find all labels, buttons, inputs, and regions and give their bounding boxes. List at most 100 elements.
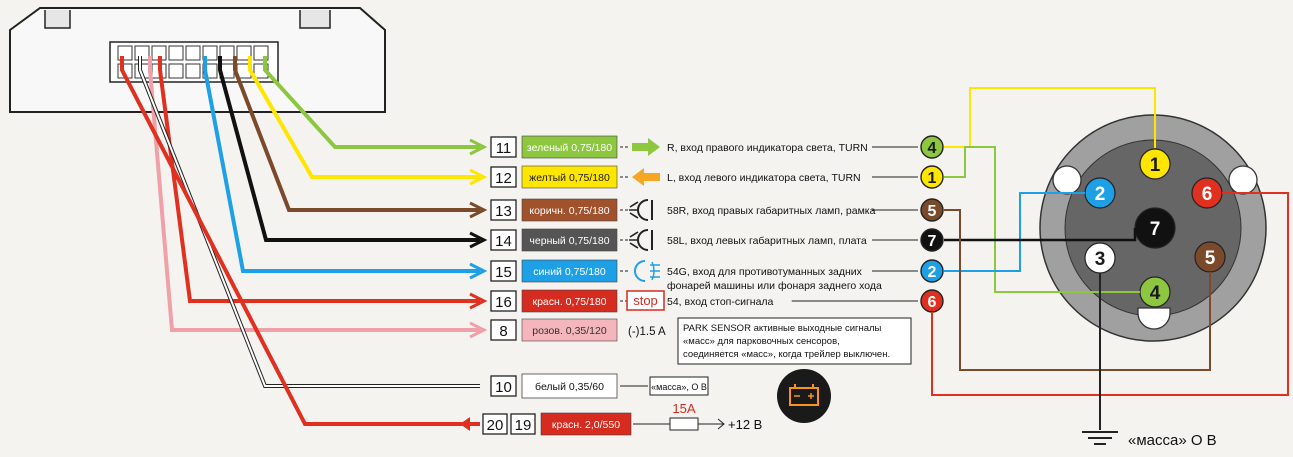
wire-label: красн. 2,0/550 [552, 419, 620, 431]
pin-box [490, 199, 517, 221]
trailer-pin-2 [920, 259, 944, 283]
row-description: 54G, вход для противотуманных задних [667, 266, 863, 278]
pin-number: 15 [495, 264, 512, 281]
pin-number: 12 [495, 170, 512, 187]
wire-label-box [540, 412, 632, 436]
wire-label-box [521, 373, 618, 399]
row-description: фонарей машины или фонаря заднего хода [667, 280, 882, 292]
pin-box [510, 413, 536, 435]
wire-12 [248, 56, 480, 179]
turn-right-icon [632, 138, 660, 156]
socket-pin-1 [1139, 148, 1171, 180]
pin-number: 10 [495, 379, 512, 396]
wire-8 [148, 56, 480, 332]
parking-light-icon [629, 229, 653, 251]
pin-box [490, 229, 517, 251]
pin-box [490, 166, 517, 188]
wire-arrow-icon [460, 417, 470, 431]
wire-arrow-icon [469, 292, 488, 310]
socket-pin-number: 6 [1202, 184, 1213, 205]
lead-7 [944, 228, 1137, 242]
lead-5 [944, 209, 1211, 371]
socket-pin-number: 7 [1150, 219, 1161, 240]
pin-number: 13 [495, 203, 512, 220]
ground-box [649, 376, 709, 396]
wire-label: красн. 0,75/180 [532, 296, 606, 308]
wire-label: розов. 0,35/120 [532, 325, 607, 337]
module-pin-cell [168, 45, 184, 61]
pin-box [490, 375, 517, 397]
trailer-pin-number: 2 [928, 264, 937, 281]
voltage-label: +12 В [728, 417, 762, 432]
wire-label: синий 0,75/180 [533, 266, 606, 278]
wire-label-box [521, 259, 618, 283]
fog-light-icon [634, 260, 660, 282]
row-description: 54, вход стоп-сигнала [667, 296, 774, 308]
wire-label-box [521, 228, 618, 252]
wire-arrow-icon [469, 321, 488, 339]
wire-15 [203, 56, 480, 273]
wire-label: зеленый 0,75/180 [527, 142, 612, 154]
pin-box [482, 413, 508, 435]
trailer-pin-number: 6 [928, 294, 937, 311]
parking-light-icon [629, 199, 653, 221]
battery-icon [777, 369, 831, 423]
module-pin-cell [236, 45, 252, 61]
pin-box [490, 136, 517, 158]
stop-icon [626, 290, 665, 311]
trailer-pin-number: 7 [928, 233, 937, 250]
wire-arrow-icon [469, 138, 488, 156]
wire-arrow-icon [469, 168, 488, 186]
park-note-line: соединяется «масс», когда трейлер выключ… [683, 349, 890, 360]
socket-key [1137, 307, 1171, 330]
pin-box [490, 290, 517, 312]
pin-number: 11 [496, 140, 512, 157]
wire-13 [233, 56, 480, 212]
wire-label-box [521, 289, 618, 313]
pin-box [490, 260, 517, 282]
wire-14 [218, 56, 480, 242]
pin-number: 8 [499, 323, 507, 340]
wire-label: черный 0,75/180 [529, 235, 609, 247]
lead-4 [944, 146, 1140, 293]
row-description: 58R, вход правых габаритных ламп, рамка [667, 205, 876, 217]
pin-number: 19 [515, 417, 532, 434]
wire-arrow-icon [469, 201, 488, 219]
row-description: R, вход правого индикатора света, TURN [667, 142, 868, 154]
wire-11 [263, 56, 480, 149]
wire-label: коричн. 0,75/180 [529, 205, 609, 217]
trailer-pin-4 [920, 135, 944, 159]
wire-label-box [521, 198, 618, 222]
park-note-line: PARK SENSOR активные выходные сигналы [683, 323, 882, 334]
module-pin-cell [219, 45, 235, 61]
module-pin-cell [185, 45, 201, 61]
socket-pin-number: 2 [1095, 184, 1106, 205]
trailer-pin-1 [920, 165, 944, 189]
pin-number: 14 [495, 233, 512, 250]
wire-arrow-icon [469, 231, 488, 249]
ground-label: «масса» О В [1128, 432, 1217, 449]
socket-pin-number: 3 [1095, 249, 1106, 270]
stop-label: stop [633, 293, 658, 308]
wire-label-box [521, 135, 618, 159]
wire-label: белый 0,35/60 [535, 381, 604, 393]
lead-6 [931, 192, 1289, 396]
park-sensor-note [677, 317, 912, 365]
socket-pin-number: 5 [1205, 248, 1216, 269]
fuse-icon [669, 417, 699, 431]
pin-number: 20 [487, 417, 504, 434]
row-description: 58L, вход левых габаритных ламп, плата [667, 235, 867, 247]
trailer-pin-5 [920, 198, 944, 222]
turn-left-icon [632, 168, 660, 186]
socket-pin-number: 4 [1150, 283, 1161, 304]
wire-label-box [521, 165, 618, 189]
lead-1 [944, 87, 1156, 148]
mounting-hole [1052, 165, 1082, 195]
module-pin-cell [168, 63, 184, 79]
current-label: (-)1.5 A [628, 326, 666, 338]
pin-number: 16 [495, 294, 512, 311]
module-pin-cell [185, 63, 201, 79]
pin-box [490, 319, 517, 341]
trailer-pin-number: 1 [928, 170, 937, 187]
